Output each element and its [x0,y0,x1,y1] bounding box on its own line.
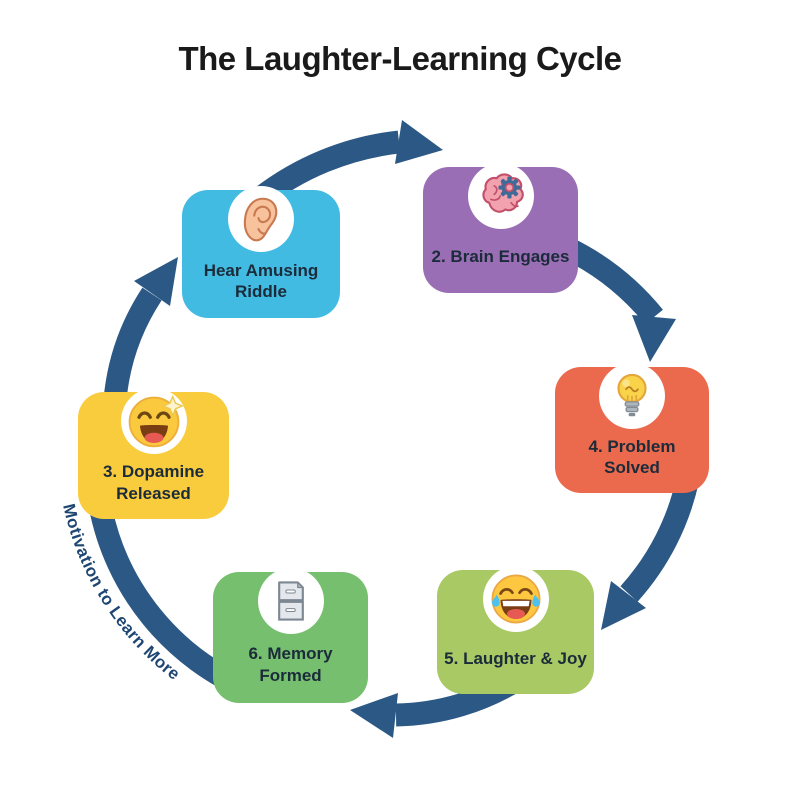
arrowhead-to-laughter [601,581,646,630]
arrowhead-to-problem [632,315,676,362]
step-label: 5. Laughter & Joy [444,649,587,669]
arrow-arc-brain-to-problem [561,237,663,325]
ear-icon [243,197,278,242]
happy-emoji-icon [128,394,184,448]
icon-circle [257,568,324,634]
step-problem-solved: 4. Problem Solved [555,363,709,493]
step-memory-formed: 6. Memory Formed [213,568,368,703]
arrow-arc-problem-to-laughter [620,475,700,602]
step-dopamine-released: 3. Dopamine Released [78,388,229,519]
step-brain-engages: 2. Brain Engages [423,163,578,293]
arrowhead-to-brain [395,120,443,164]
step-label: 2. Brain Engages [431,247,570,267]
laughing-emoji-icon [491,574,540,624]
icon-circle [482,566,549,632]
step-label: 4. Problem Solved [588,436,676,477]
icon-circle [120,388,187,454]
lightbulb-icon [617,373,647,417]
step-laughter-joy: 5. Laughter & Joy [437,566,594,694]
step-label: 3. Dopamine Released [102,462,205,503]
brain-gear-icon [481,173,524,213]
arrowhead-to-memory [350,693,398,738]
arrowhead-to-hear [134,257,178,306]
icon-circle [599,363,665,429]
arrow-arc-dopamine-to-hear [103,287,162,402]
filing-cabinet-icon [277,581,304,621]
icon-circle [228,186,294,252]
step-label: Hear Amusing Riddle [203,260,319,301]
icon-circle [467,163,534,229]
page-title: The Laughter-Learning Cycle [178,40,622,77]
step-hear-riddle: Hear Amusing Riddle [182,186,340,318]
step-label: 6. Memory Formed [248,644,333,685]
